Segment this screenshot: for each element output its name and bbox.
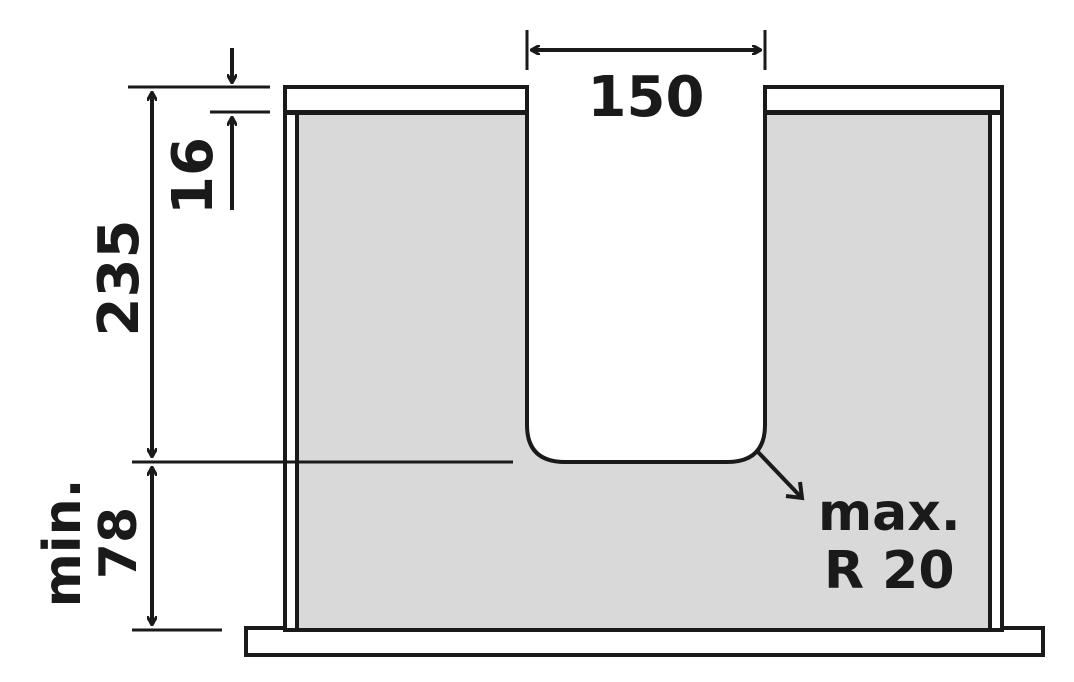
dim-16-label: 16: [161, 137, 226, 215]
radius-label-r20: R 20: [824, 541, 955, 601]
left-side-wall: [283, 111, 299, 632]
dim-78-label-min: min.: [33, 479, 93, 608]
base-plate: [244, 626, 1045, 657]
top-panel-right: [763, 85, 1004, 114]
radius-leader: [756, 450, 802, 498]
drawer-body: [295, 111, 992, 632]
radius-arrowhead: [785, 481, 805, 501]
top-panel-left: [283, 85, 529, 114]
dim-78-label-value: 78: [89, 507, 149, 579]
dim-235-label: 235: [87, 220, 152, 337]
right-side-wall: [988, 111, 1004, 632]
radius-label-max: max.: [818, 483, 961, 543]
dim-150-label: 150: [588, 65, 705, 130]
